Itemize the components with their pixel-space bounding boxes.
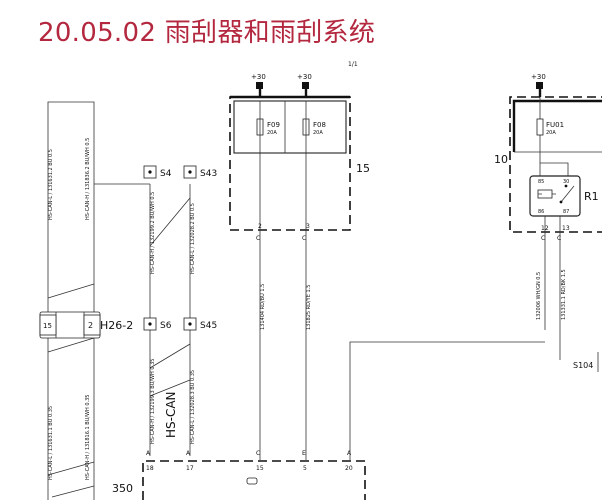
svg-text:15: 15 — [356, 162, 370, 175]
svg-text:131404 RD/BU 1.5: 131404 RD/BU 1.5 — [260, 284, 266, 330]
svg-text:20A: 20A — [313, 130, 323, 136]
svg-text:132006 WH/GN 0.5: 132006 WH/GN 0.5 — [536, 272, 542, 320]
supply-30-a: +30 — [251, 73, 266, 97]
page-title: 20.05.02 雨刮器和雨刮系统 — [38, 18, 376, 48]
network-wiring — [47, 101, 191, 500]
svg-text:85: 85 — [538, 179, 544, 185]
svg-text:18: 18 — [146, 465, 154, 472]
wire-label: HS-CAN-L / 132028.2 BU 0.5 — [190, 203, 196, 274]
wire-label: HS-CAN-H / 131816.1 BU/WH 0.35 — [85, 395, 91, 480]
svg-text:10: 10 — [494, 153, 508, 166]
relay-r1: 85 30 86 87 R1 12 13 C C 132006 WH/GN 0.… — [529, 175, 599, 360]
wire-label: HS-CAN-H / 132199.3 BU/WH 0.35 — [150, 359, 156, 444]
wire-label: HS-CAN-H / 131836.2 BU/WH 0.5 — [85, 138, 91, 220]
svg-text:S4: S4 — [160, 169, 172, 179]
svg-text:20: 20 — [345, 465, 353, 472]
wire-label: HS-CAN-H / 132199.2 BU/WH 0.5 — [150, 192, 156, 274]
svg-text:131331.1 RD/BK 1.5: 131331.1 RD/BK 1.5 — [561, 269, 567, 320]
svg-text:2: 2 — [88, 321, 93, 330]
svg-text:F09: F09 — [267, 121, 280, 129]
svg-text:S43: S43 — [200, 169, 217, 179]
splice-s45: S45 — [183, 317, 217, 331]
fuse-box-15: 15 — [229, 95, 370, 231]
wire-label: HS-CAN-L / 131631.1 BU 0.35 — [48, 406, 54, 480]
splice-s43: S43 — [183, 165, 217, 179]
wire-label: HS-CAN-L / 132028.3 BU 0.35 — [190, 370, 196, 444]
svg-text:S6: S6 — [160, 321, 172, 331]
svg-text:5: 5 — [303, 465, 307, 472]
svg-text:A: A — [146, 450, 151, 457]
svg-text:350: 350 — [112, 482, 133, 495]
svg-text:+30: +30 — [531, 73, 546, 81]
svg-text:20A: 20A — [546, 130, 556, 136]
svg-text:2: 2 — [258, 223, 262, 230]
svg-text:S45: S45 — [200, 321, 217, 331]
svg-text:13: 13 — [562, 225, 570, 232]
svg-text:H26-2: H26-2 — [100, 319, 133, 332]
svg-text:S104: S104 — [573, 361, 593, 370]
svg-text:131825 RD/YE 1.5: 131825 RD/YE 1.5 — [306, 285, 312, 330]
svg-text:E: E — [302, 450, 306, 457]
svg-text:87: 87 — [563, 209, 569, 215]
svg-text:C: C — [541, 235, 545, 242]
supply-30-b: +30 — [297, 73, 312, 97]
connector-h26-2: 15 2 H26-2 — [39, 311, 133, 339]
splice-s6: S6 — [143, 317, 172, 331]
svg-text:15: 15 — [256, 465, 264, 472]
fuse-fu01: FU01 20A — [536, 97, 569, 176]
fuse-f09: F09 20A — [256, 118, 280, 136]
wire-to-s104: S104 — [349, 341, 599, 460]
page-number: 1/1 — [348, 61, 358, 68]
module-350: 350 A A C E A 18 17 15 5 20 — [112, 450, 366, 500]
svg-text:15: 15 — [43, 322, 52, 330]
svg-text:C: C — [557, 235, 561, 242]
splice-s4: S4 — [143, 165, 172, 179]
svg-text:3: 3 — [306, 223, 310, 230]
fuse-output-wires: 2 3 C C 131404 RD/BU 1.5 131825 RD/YE 1.… — [256, 101, 312, 460]
svg-text:C: C — [302, 235, 306, 242]
wire-labels-left: HS-CAN-L / 131631.2 BU 0.5 HS-CAN-H / 13… — [48, 138, 196, 480]
svg-text:12: 12 — [541, 225, 549, 232]
svg-text:FU01: FU01 — [546, 121, 564, 129]
svg-text:A: A — [347, 450, 352, 457]
svg-text:17: 17 — [186, 465, 194, 472]
svg-text:C: C — [256, 450, 260, 457]
svg-text:30: 30 — [563, 179, 569, 185]
svg-text:A: A — [186, 450, 191, 457]
svg-text:+30: +30 — [297, 73, 312, 81]
wire-label: HS-CAN-L / 131631.2 BU 0.5 — [48, 149, 54, 220]
svg-text:R1: R1 — [584, 190, 599, 203]
bus-label: HS-CAN — [164, 391, 178, 438]
svg-text:F08: F08 — [313, 121, 326, 129]
svg-text:+30: +30 — [251, 73, 266, 81]
supply-30-c: +30 — [531, 73, 546, 97]
svg-text:20A: 20A — [267, 130, 277, 136]
fuse-f08: F08 20A — [302, 118, 326, 136]
svg-text:86: 86 — [538, 209, 544, 215]
svg-text:C: C — [256, 235, 260, 242]
